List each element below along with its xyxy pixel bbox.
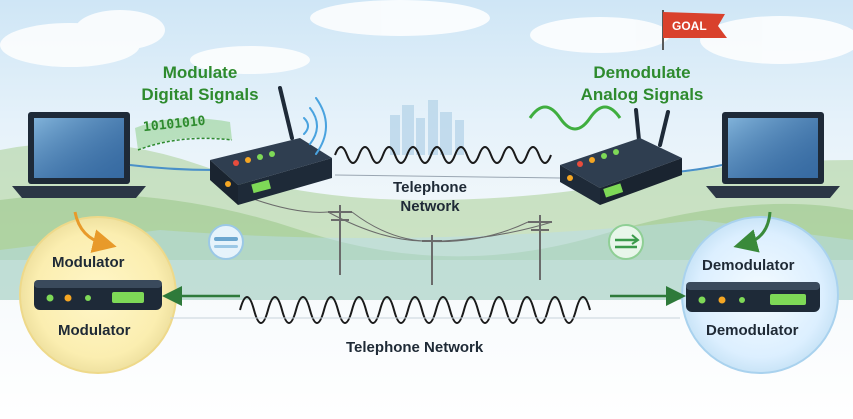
network-line bbox=[334, 174, 561, 179]
telephone-network-top-label: Telephone Network bbox=[380, 178, 480, 216]
antenna-icon bbox=[658, 110, 670, 147]
exchange-icon bbox=[608, 224, 644, 260]
city-skyline-decoration bbox=[390, 100, 464, 155]
demodulate-title-line2: Analog Signals bbox=[580, 85, 704, 104]
telephone-network-bottom-label: Telephone Network bbox=[346, 339, 484, 356]
demodulate-title: Demodulate Analog Signals bbox=[572, 62, 712, 106]
demodulate-title-line1: Demodulate bbox=[593, 63, 691, 82]
digital-signal-ribbon bbox=[137, 137, 233, 151]
arrow-down-icon bbox=[73, 211, 117, 253]
modem-icon bbox=[34, 280, 162, 310]
exchange-icon bbox=[208, 224, 244, 260]
cable-line bbox=[129, 164, 216, 171]
clouds-decoration bbox=[0, 0, 853, 74]
digital-signal-ribbon bbox=[135, 118, 232, 150]
modulate-title: Modulate Digital Signals bbox=[135, 62, 265, 106]
modulator-bottom-label: Modulator bbox=[58, 322, 131, 339]
flag-icon bbox=[662, 10, 727, 50]
laptop-icon bbox=[12, 112, 146, 198]
analog-signal-wave bbox=[334, 146, 552, 164]
analog-signal-wave bbox=[528, 105, 622, 131]
telephone-network-top-line1: Telephone bbox=[393, 179, 467, 196]
goal-flag-label: GOAL bbox=[672, 19, 707, 33]
modulate-title-line2: Digital Signals bbox=[141, 85, 259, 104]
router-icon bbox=[560, 108, 682, 205]
antenna-icon bbox=[278, 86, 294, 140]
wifi-waves-icon bbox=[303, 97, 327, 155]
demodulator-bottom-label: Demodulator bbox=[706, 322, 799, 339]
arrow-down-icon bbox=[733, 211, 772, 253]
analog-signal-wave bbox=[239, 296, 591, 324]
modulate-title-line1: Modulate bbox=[162, 63, 238, 82]
modulator-top-label: Modulator bbox=[52, 254, 125, 271]
telephone-network-top-line2: Network bbox=[400, 198, 460, 215]
laptop-icon bbox=[706, 112, 840, 198]
modem-icon bbox=[686, 282, 820, 312]
router-icon bbox=[210, 86, 332, 205]
demodulator-top-label: Demodulator bbox=[702, 257, 795, 274]
